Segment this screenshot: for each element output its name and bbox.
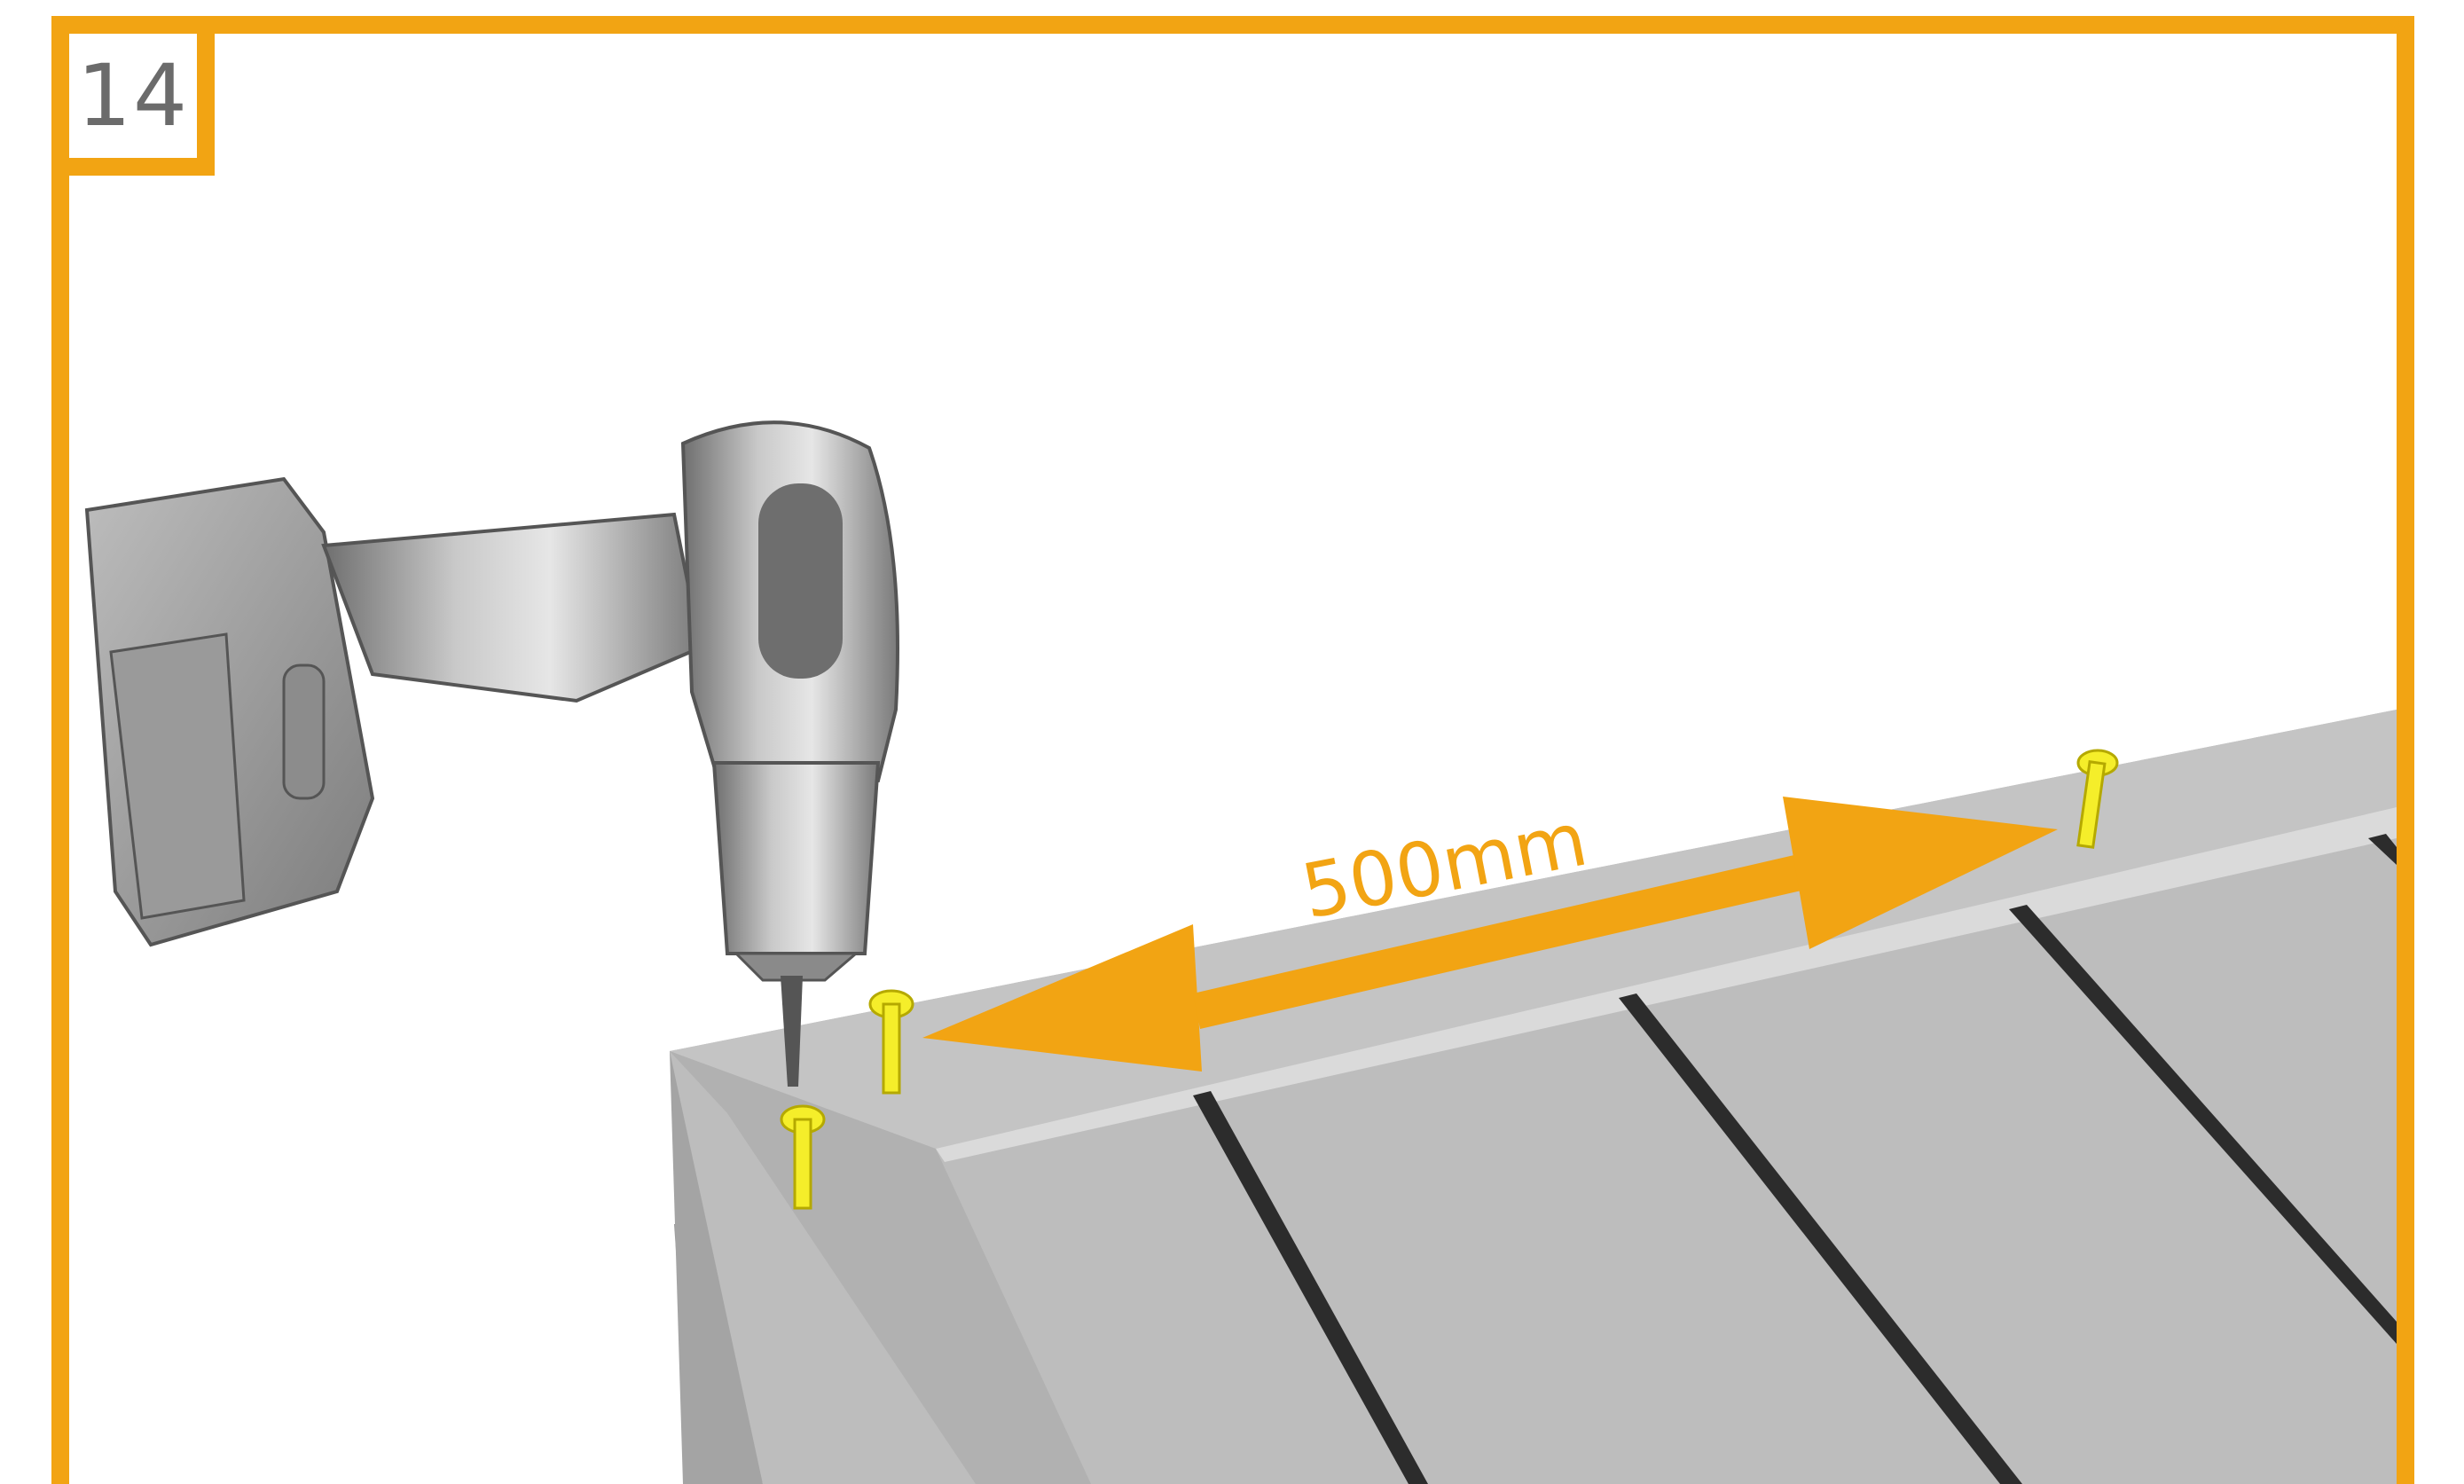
step-number-box: 14 — [51, 16, 215, 176]
step-number: 14 — [76, 46, 190, 145]
screw-icon — [780, 1104, 826, 1210]
drill-icon — [84, 420, 899, 1087]
board-gap-2 — [1619, 993, 2022, 1484]
drill-handle — [321, 512, 703, 703]
board-gap-3 — [2009, 905, 2397, 1344]
drill-bit — [781, 976, 803, 1087]
screw-icon — [2076, 749, 2119, 849]
screw-icon — [868, 989, 914, 1095]
board-gap-1 — [1193, 1091, 1428, 1484]
dimension-arrow — [922, 797, 2058, 1072]
deck-frame-side — [670, 1051, 1091, 1484]
board-gap-4 — [2368, 834, 2397, 865]
drill-chuck — [711, 761, 881, 955]
deck-frame-rail-edge — [936, 807, 2397, 1162]
